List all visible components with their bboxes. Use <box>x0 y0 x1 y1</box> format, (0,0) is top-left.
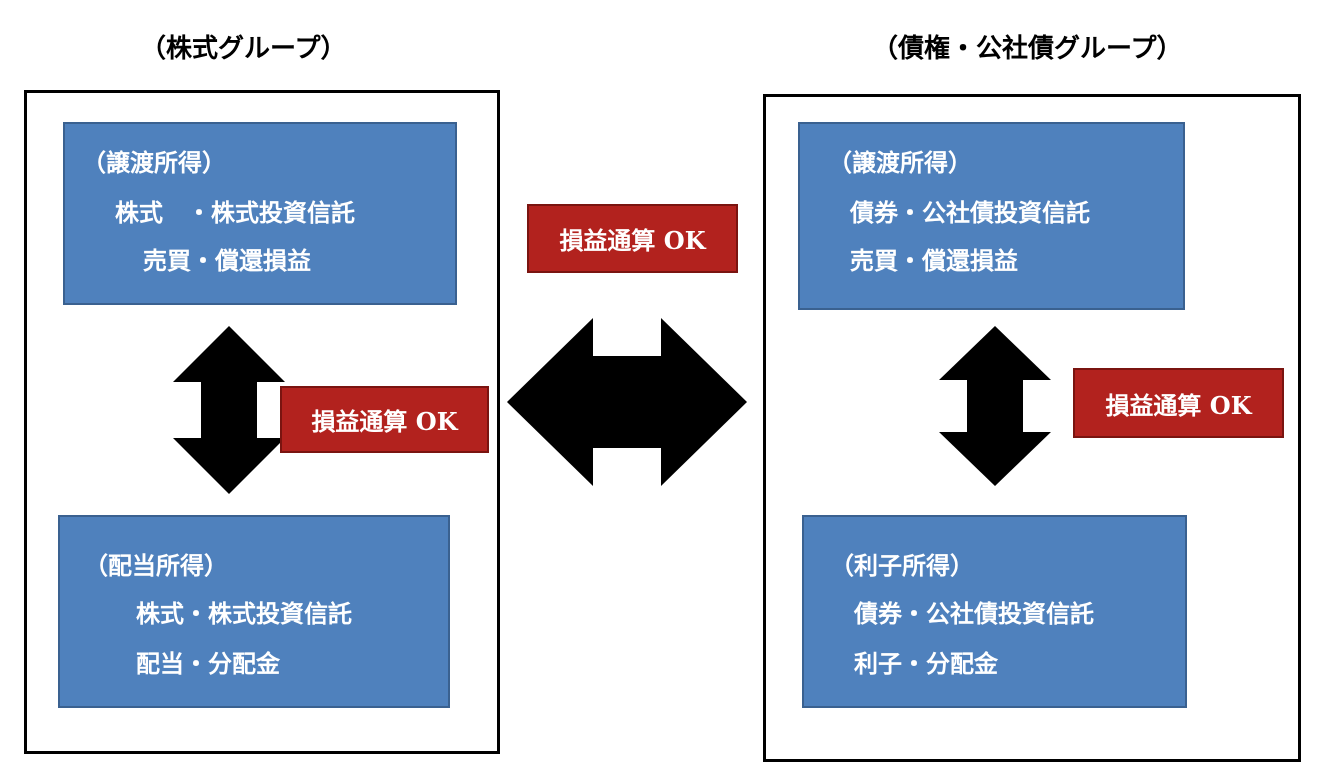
stock-dividend-line1: 株式・株式投資信託 <box>136 599 352 628</box>
bond-interest-line2: 利子・分配金 <box>854 649 998 678</box>
stock-dividend-box: （配当所得） 株式・株式投資信託 配当・分配金 <box>58 515 450 708</box>
between-groups-offset-ok-label: 損益通算 OK <box>527 204 738 273</box>
bond-capital-gains-heading: （譲渡所得） <box>828 148 972 177</box>
stock-dividend-line2: 配当・分配金 <box>136 649 280 678</box>
bond-capital-gains-box: （譲渡所得） 債券・公社債投資信託 売買・償還損益 <box>798 122 1185 310</box>
horizontal-double-arrow <box>507 318 747 486</box>
bond-interest-line1: 債券・公社債投資信託 <box>854 599 1094 628</box>
stock-capital-gains-heading: （譲渡所得） <box>82 148 226 177</box>
stock-group-title: （株式グループ） <box>140 34 347 64</box>
stock-capital-gains-line2: 売買・償還損益 <box>143 246 311 275</box>
stock-vertical-double-arrow <box>173 326 285 494</box>
stock-offset-ok-label: 損益通算 OK <box>280 386 489 453</box>
stock-capital-gains-box: （譲渡所得） 株式 ・株式投資信託 売買・償還損益 <box>63 122 457 305</box>
bond-capital-gains-line2: 売買・償還損益 <box>850 246 1018 275</box>
bond-capital-gains-line1: 債券・公社債投資信託 <box>850 198 1090 227</box>
bond-interest-heading: （利子所得） <box>830 551 974 580</box>
bond-group-title: （債権・公社債グループ） <box>872 34 1183 64</box>
stock-dividend-heading: （配当所得） <box>84 551 228 580</box>
bond-offset-ok-label: 損益通算 OK <box>1073 368 1284 438</box>
stock-capital-gains-line1: 株式 ・株式投資信託 <box>115 198 355 227</box>
bond-interest-box: （利子所得） 債券・公社債投資信託 利子・分配金 <box>802 515 1187 708</box>
bond-vertical-double-arrow <box>939 326 1051 486</box>
